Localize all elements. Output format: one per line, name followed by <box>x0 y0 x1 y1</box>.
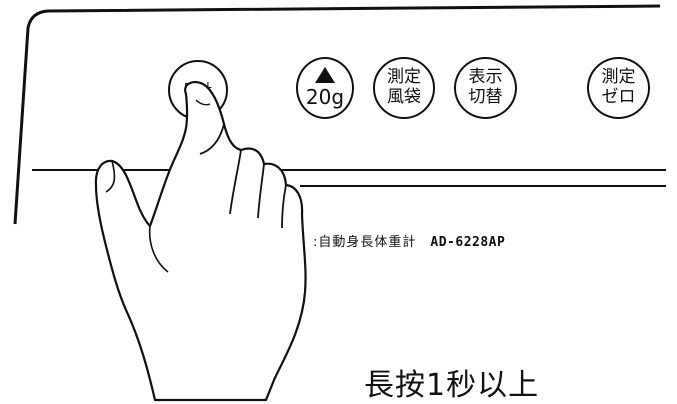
display-switch-button[interactable]: 表示 切替 <box>454 57 517 119</box>
up-triangle-icon <box>315 67 335 83</box>
instruction-caption: 長按1秒以上 <box>364 368 540 403</box>
zero-button-line1: 測定 <box>601 67 636 88</box>
display-button-line1: 表示 <box>468 67 503 88</box>
tare-button[interactable]: 測定 風袋 <box>373 57 435 119</box>
tare-button-line2: 風袋 <box>387 87 421 107</box>
display-button-line2: 切替 <box>468 87 503 107</box>
zero-button-line2: ゼロ <box>601 87 636 107</box>
zero-button[interactable]: 測定 ゼロ <box>587 57 650 119</box>
add-20g-button[interactable]: 20g <box>296 57 354 119</box>
model-label: :自動身長体重計 AD-6228AP <box>313 231 505 250</box>
model-name: :自動身長体重計 <box>313 235 417 250</box>
tare-button-line1: 測定 <box>387 67 421 88</box>
model-code: AD-6228AP <box>430 235 506 250</box>
add-20g-label: 20g <box>305 85 345 109</box>
